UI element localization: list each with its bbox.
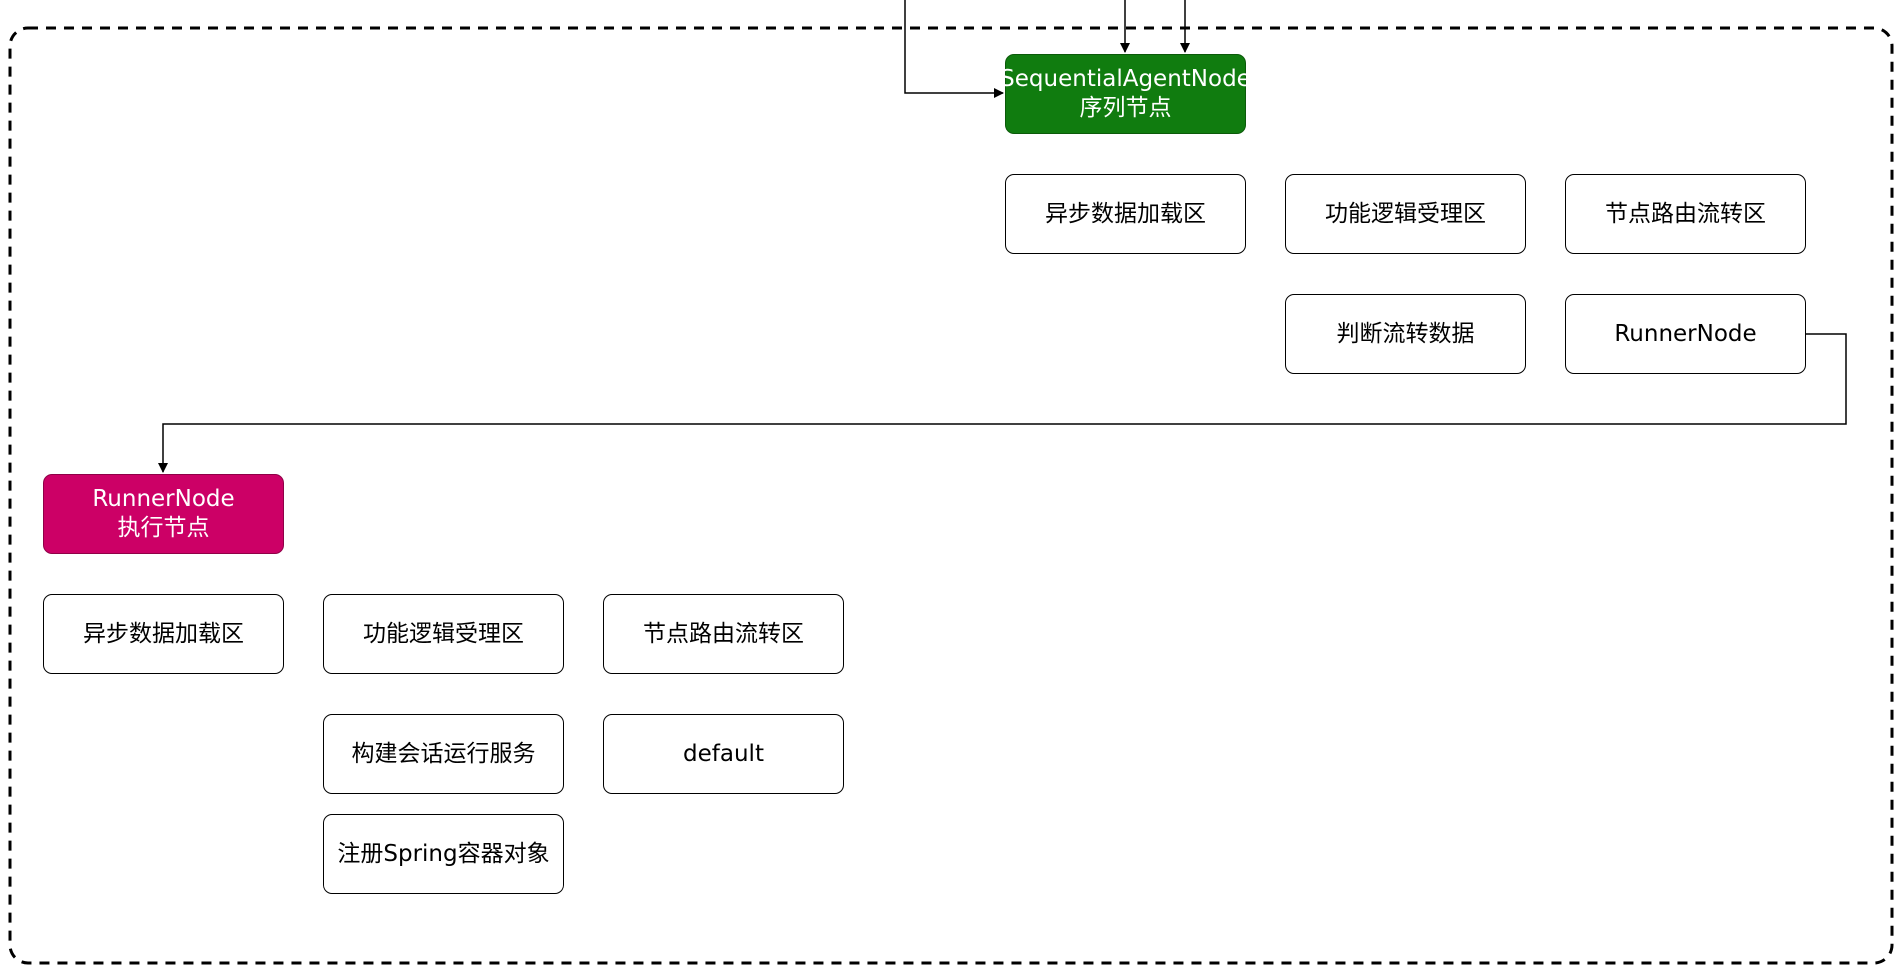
runner-build-session-service-node[interactable]: 构建会话运行服务 bbox=[323, 714, 564, 794]
node-label: 异步数据加载区 bbox=[83, 620, 244, 647]
node-label: 功能逻辑受理区 bbox=[1325, 200, 1486, 227]
node-label: 构建会话运行服务 bbox=[351, 740, 536, 767]
node-label: 节点路由流转区 bbox=[1605, 200, 1766, 227]
edge-runnernode-to-runner-header bbox=[158, 333, 1847, 473]
node-label: default bbox=[683, 740, 764, 767]
node-label: 功能逻辑受理区 bbox=[363, 620, 524, 647]
runner-routing-node[interactable]: 节点路由流转区 bbox=[603, 594, 844, 674]
runner-async-data-loading-node[interactable]: 异步数据加载区 bbox=[43, 594, 284, 674]
node-label: 节点路由流转区 bbox=[643, 620, 804, 647]
runner-node[interactable]: RunnerNode 执行节点 bbox=[43, 474, 284, 554]
runner-node-subtitle: 执行节点 bbox=[117, 515, 210, 541]
node-label: RunnerNode bbox=[1614, 320, 1757, 347]
sequential-agent-node-name: SequentialAgentNode bbox=[1000, 66, 1251, 92]
runner-node-name: RunnerNode bbox=[92, 486, 235, 512]
runner-register-spring-bean-node[interactable]: 注册Spring容器对象 bbox=[323, 814, 564, 894]
runner-logic-handling-node[interactable]: 功能逻辑受理区 bbox=[323, 594, 564, 674]
sequential-agent-node[interactable]: SequentialAgentNode 序列节点 bbox=[1000, 54, 1251, 134]
sequential-routing-node[interactable]: 节点路由流转区 bbox=[1565, 174, 1806, 254]
sequential-logic-handling-node[interactable]: 功能逻辑受理区 bbox=[1285, 174, 1526, 254]
node-label: 注册Spring容器对象 bbox=[337, 840, 550, 867]
sequential-judge-flow-node[interactable]: 判断流转数据 bbox=[1285, 294, 1526, 374]
sequential-agent-node-subtitle: 序列节点 bbox=[1079, 95, 1172, 121]
edge-in-left-to-sequential bbox=[904, 0, 1004, 98]
node-label: 异步数据加载区 bbox=[1045, 200, 1206, 227]
runner-default-node[interactable]: default bbox=[603, 714, 844, 794]
dashed-container bbox=[8, 26, 1894, 965]
sequential-async-data-loading-node[interactable]: 异步数据加载区 bbox=[1005, 174, 1246, 254]
node-label: 判断流转数据 bbox=[1336, 320, 1475, 347]
sequential-runnernode-route-node[interactable]: RunnerNode bbox=[1565, 294, 1806, 374]
